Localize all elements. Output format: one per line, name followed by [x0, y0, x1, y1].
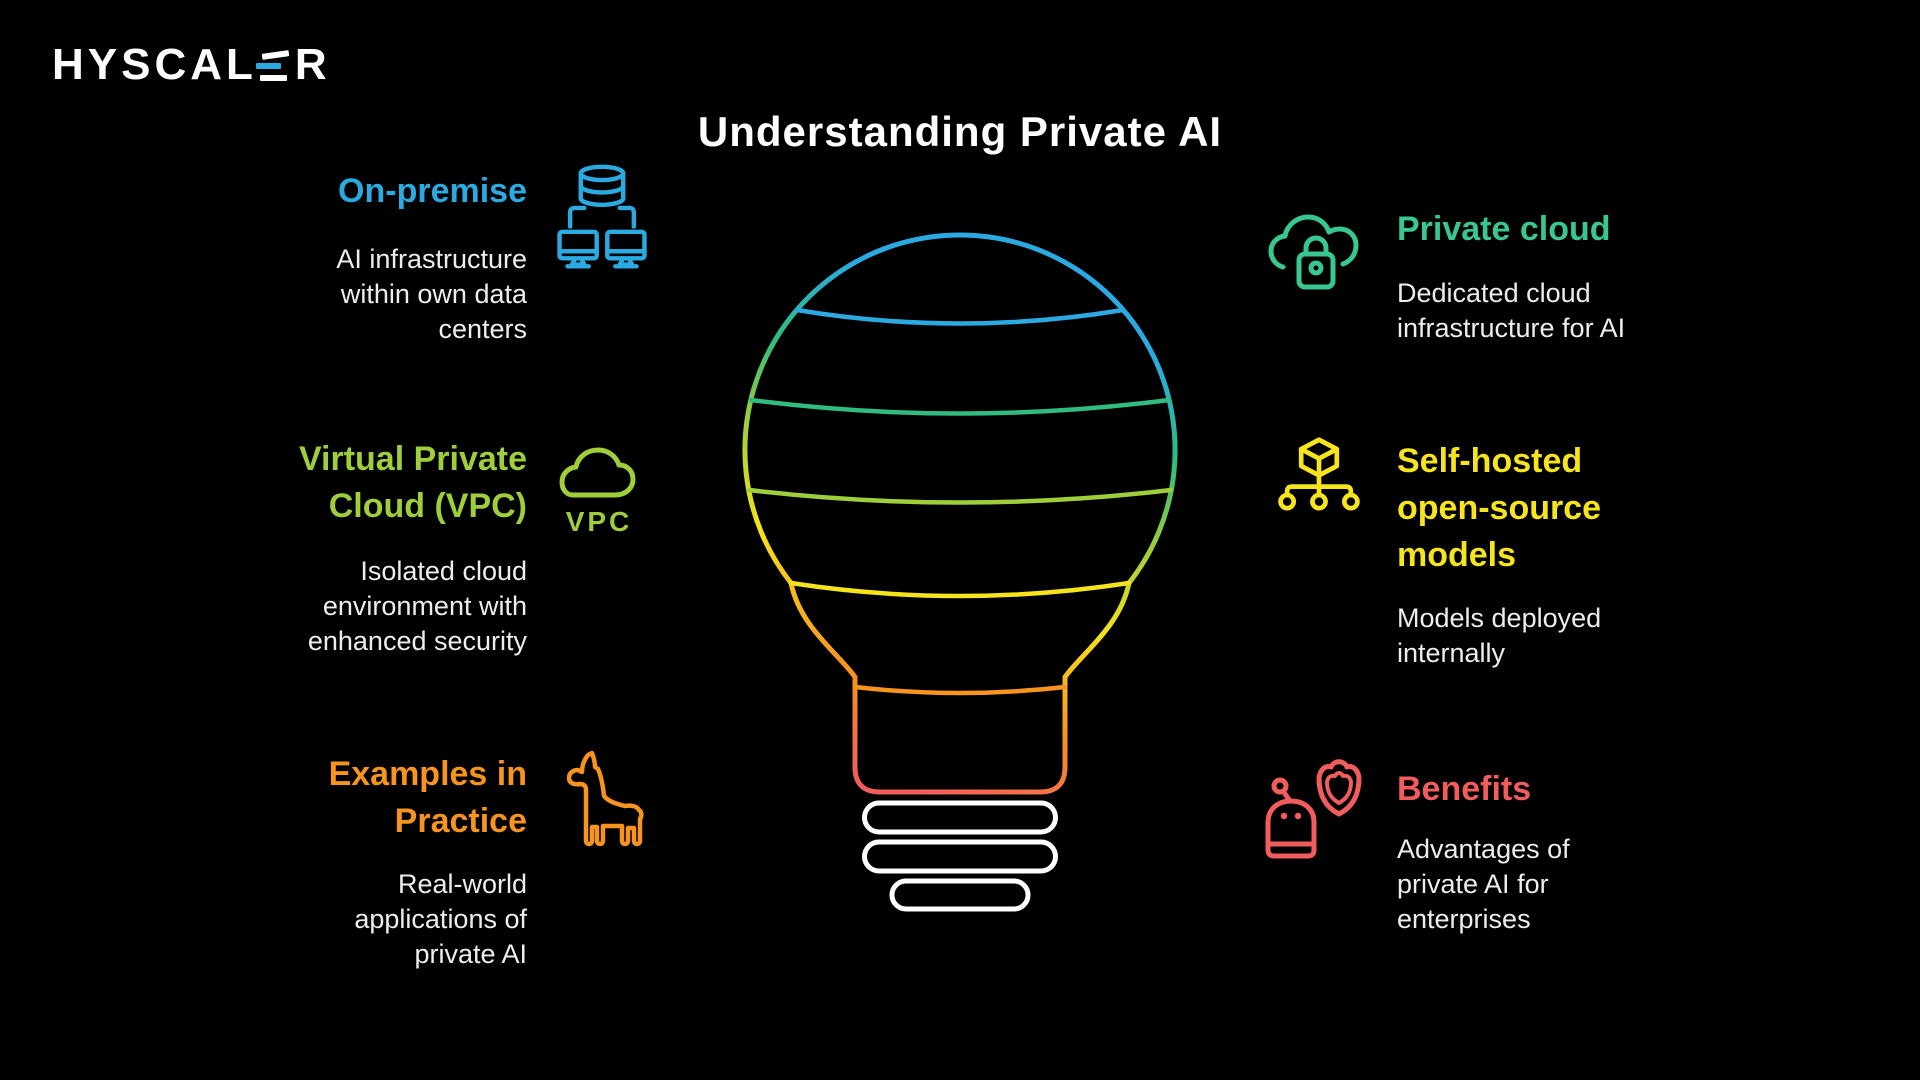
- section-body: Real-world applications of private AI: [187, 867, 527, 972]
- body-line: private AI for: [1397, 869, 1549, 899]
- title-line: On-premise: [338, 172, 527, 210]
- body-line: Advantages of: [1397, 834, 1570, 864]
- title-line: Self-hosted: [1397, 442, 1583, 480]
- section-body: Dedicated cloud infrastructure for AI: [1397, 276, 1727, 346]
- body-line: centers: [438, 314, 527, 344]
- server-network-icon: [557, 164, 647, 269]
- body-line: applications of: [354, 904, 527, 934]
- icon-wrap: [557, 748, 644, 848]
- cloud-vpc-icon: VPC: [559, 447, 636, 537]
- section-body: Isolated cloud environment with enhanced…: [187, 554, 527, 659]
- icon-wrap: [556, 161, 648, 269]
- section-title: Private cloud: [1397, 206, 1727, 253]
- icon-wrap: [1264, 754, 1368, 860]
- logo-bar-top: [261, 49, 290, 60]
- body-line: Models deployed: [1397, 603, 1602, 633]
- bulb-stripe-blue: [794, 307, 1126, 326]
- robot-shield-icon: [1265, 759, 1362, 859]
- section-body: AI infrastructure within own data center…: [187, 242, 527, 347]
- section-title: On-premise: [187, 168, 527, 215]
- logo-text-left: HYSCAL: [52, 40, 257, 89]
- bulb-stripe-emerald: [748, 397, 1172, 416]
- section-body: Models deployed internally: [1397, 601, 1727, 671]
- logo-bar-middle: [255, 62, 281, 69]
- body-line: enhanced security: [307, 626, 527, 656]
- section-body: Advantages of private AI for enterprises: [1397, 832, 1727, 937]
- title-line: Cloud (VPC): [328, 487, 527, 525]
- hyscaler-logo: HYSCAL R: [52, 40, 331, 90]
- body-line: within own data: [340, 279, 527, 309]
- logo-text-right: R: [294, 40, 331, 89]
- screw-thread-1: [862, 800, 1058, 835]
- icon-wrap: [1268, 204, 1364, 294]
- section-title: Virtual Private Cloud (VPC): [187, 436, 527, 530]
- body-line: infrastructure for AI: [1397, 313, 1626, 343]
- screw-thread-2: [862, 839, 1058, 874]
- screw-thread-3: [889, 878, 1031, 912]
- title-line: Virtual Private: [298, 440, 527, 478]
- lightbulb-icon: [742, 232, 1178, 912]
- icon-wrap: [1274, 434, 1364, 528]
- vpc-icon-label: VPC: [566, 506, 633, 537]
- title-line: Private cloud: [1397, 210, 1611, 248]
- body-line: Isolated cloud: [360, 556, 527, 586]
- icon-wrap: VPC: [553, 437, 645, 537]
- title-line: models: [1397, 536, 1517, 574]
- title-line: Practice: [394, 802, 527, 840]
- body-line: internally: [1397, 638, 1506, 668]
- bulb-screw-threads: [862, 800, 1058, 912]
- llama-icon: [566, 750, 644, 847]
- section-title: Self-hosted open-source models: [1397, 438, 1727, 579]
- body-line: private AI: [414, 939, 527, 969]
- bulb-outline: [742, 232, 1178, 795]
- body-line: AI infrastructure: [336, 244, 527, 274]
- logo-bar-bottom: [259, 74, 287, 81]
- body-line: environment with: [322, 591, 527, 621]
- cloud-lock-icon: [1268, 214, 1359, 290]
- title-line: Benefits: [1397, 770, 1532, 808]
- section-title: Benefits: [1397, 766, 1727, 813]
- bulb-stripe-yellow: [788, 580, 1132, 599]
- title-line: Examples in: [328, 755, 527, 793]
- lightbulb-wrap: [730, 215, 1190, 915]
- cube-network-icon: [1278, 437, 1360, 511]
- bulb-stripe-orange: [852, 684, 1068, 696]
- section-title: Examples in Practice: [187, 751, 527, 845]
- logo-stylized-e-icon: [255, 49, 290, 81]
- body-line: Real-world: [397, 869, 527, 899]
- page-title: Understanding Private AI: [697, 108, 1223, 156]
- body-line: enterprises: [1397, 904, 1531, 934]
- bulb-stripe-lime: [746, 487, 1174, 505]
- body-line: Dedicated cloud: [1397, 278, 1591, 308]
- title-line: open-source: [1397, 489, 1602, 527]
